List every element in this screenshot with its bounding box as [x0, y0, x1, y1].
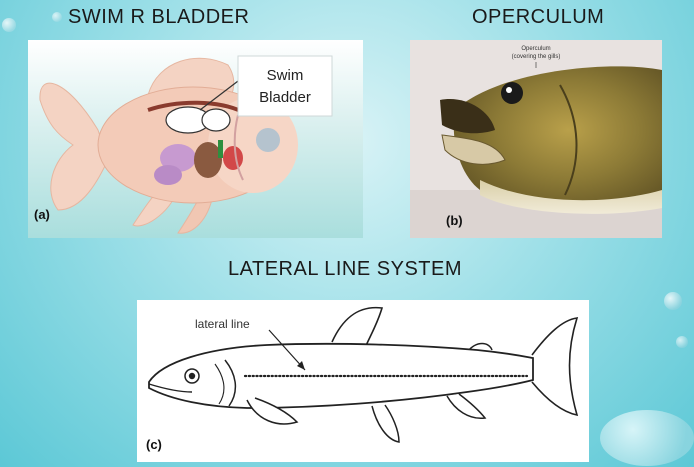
lateral-line-annotation: lateral line: [195, 317, 250, 331]
operculum-panel: Operculum (covering the gills) (b): [410, 40, 662, 238]
swim-bladder-panel: Swim Bladder (a): [28, 40, 363, 238]
operculum-caption-line1: Operculum: [521, 46, 550, 52]
panel-a-label: (a): [34, 207, 50, 222]
water-bubble: [52, 12, 62, 22]
water-bubble: [2, 18, 16, 32]
water-bubble: [676, 336, 688, 348]
goldfish-illustration: Swim Bladder: [28, 40, 363, 238]
swim-bladder-callout-line2: Bladder: [259, 89, 311, 106]
swim-bladder-callout-line1: Swim: [267, 67, 304, 84]
lateral-line-panel: lateral line (c): [137, 300, 589, 462]
trout-line-drawing: lateral line: [137, 300, 589, 462]
operculum-caption-line2: (covering the gills): [512, 54, 561, 60]
bass-photo-illustration: Operculum (covering the gills): [410, 40, 662, 238]
lateral-line-heading: LATERAL LINE SYSTEM: [228, 258, 463, 280]
panel-c-label: (c): [146, 437, 162, 452]
operculum-heading: OPERCULUM: [472, 6, 605, 28]
water-bubble: [600, 410, 694, 466]
panel-b-label: (b): [446, 213, 463, 228]
water-bubble: [664, 292, 682, 310]
swim-bladder-heading: SWIM R BLADDER: [68, 6, 250, 28]
